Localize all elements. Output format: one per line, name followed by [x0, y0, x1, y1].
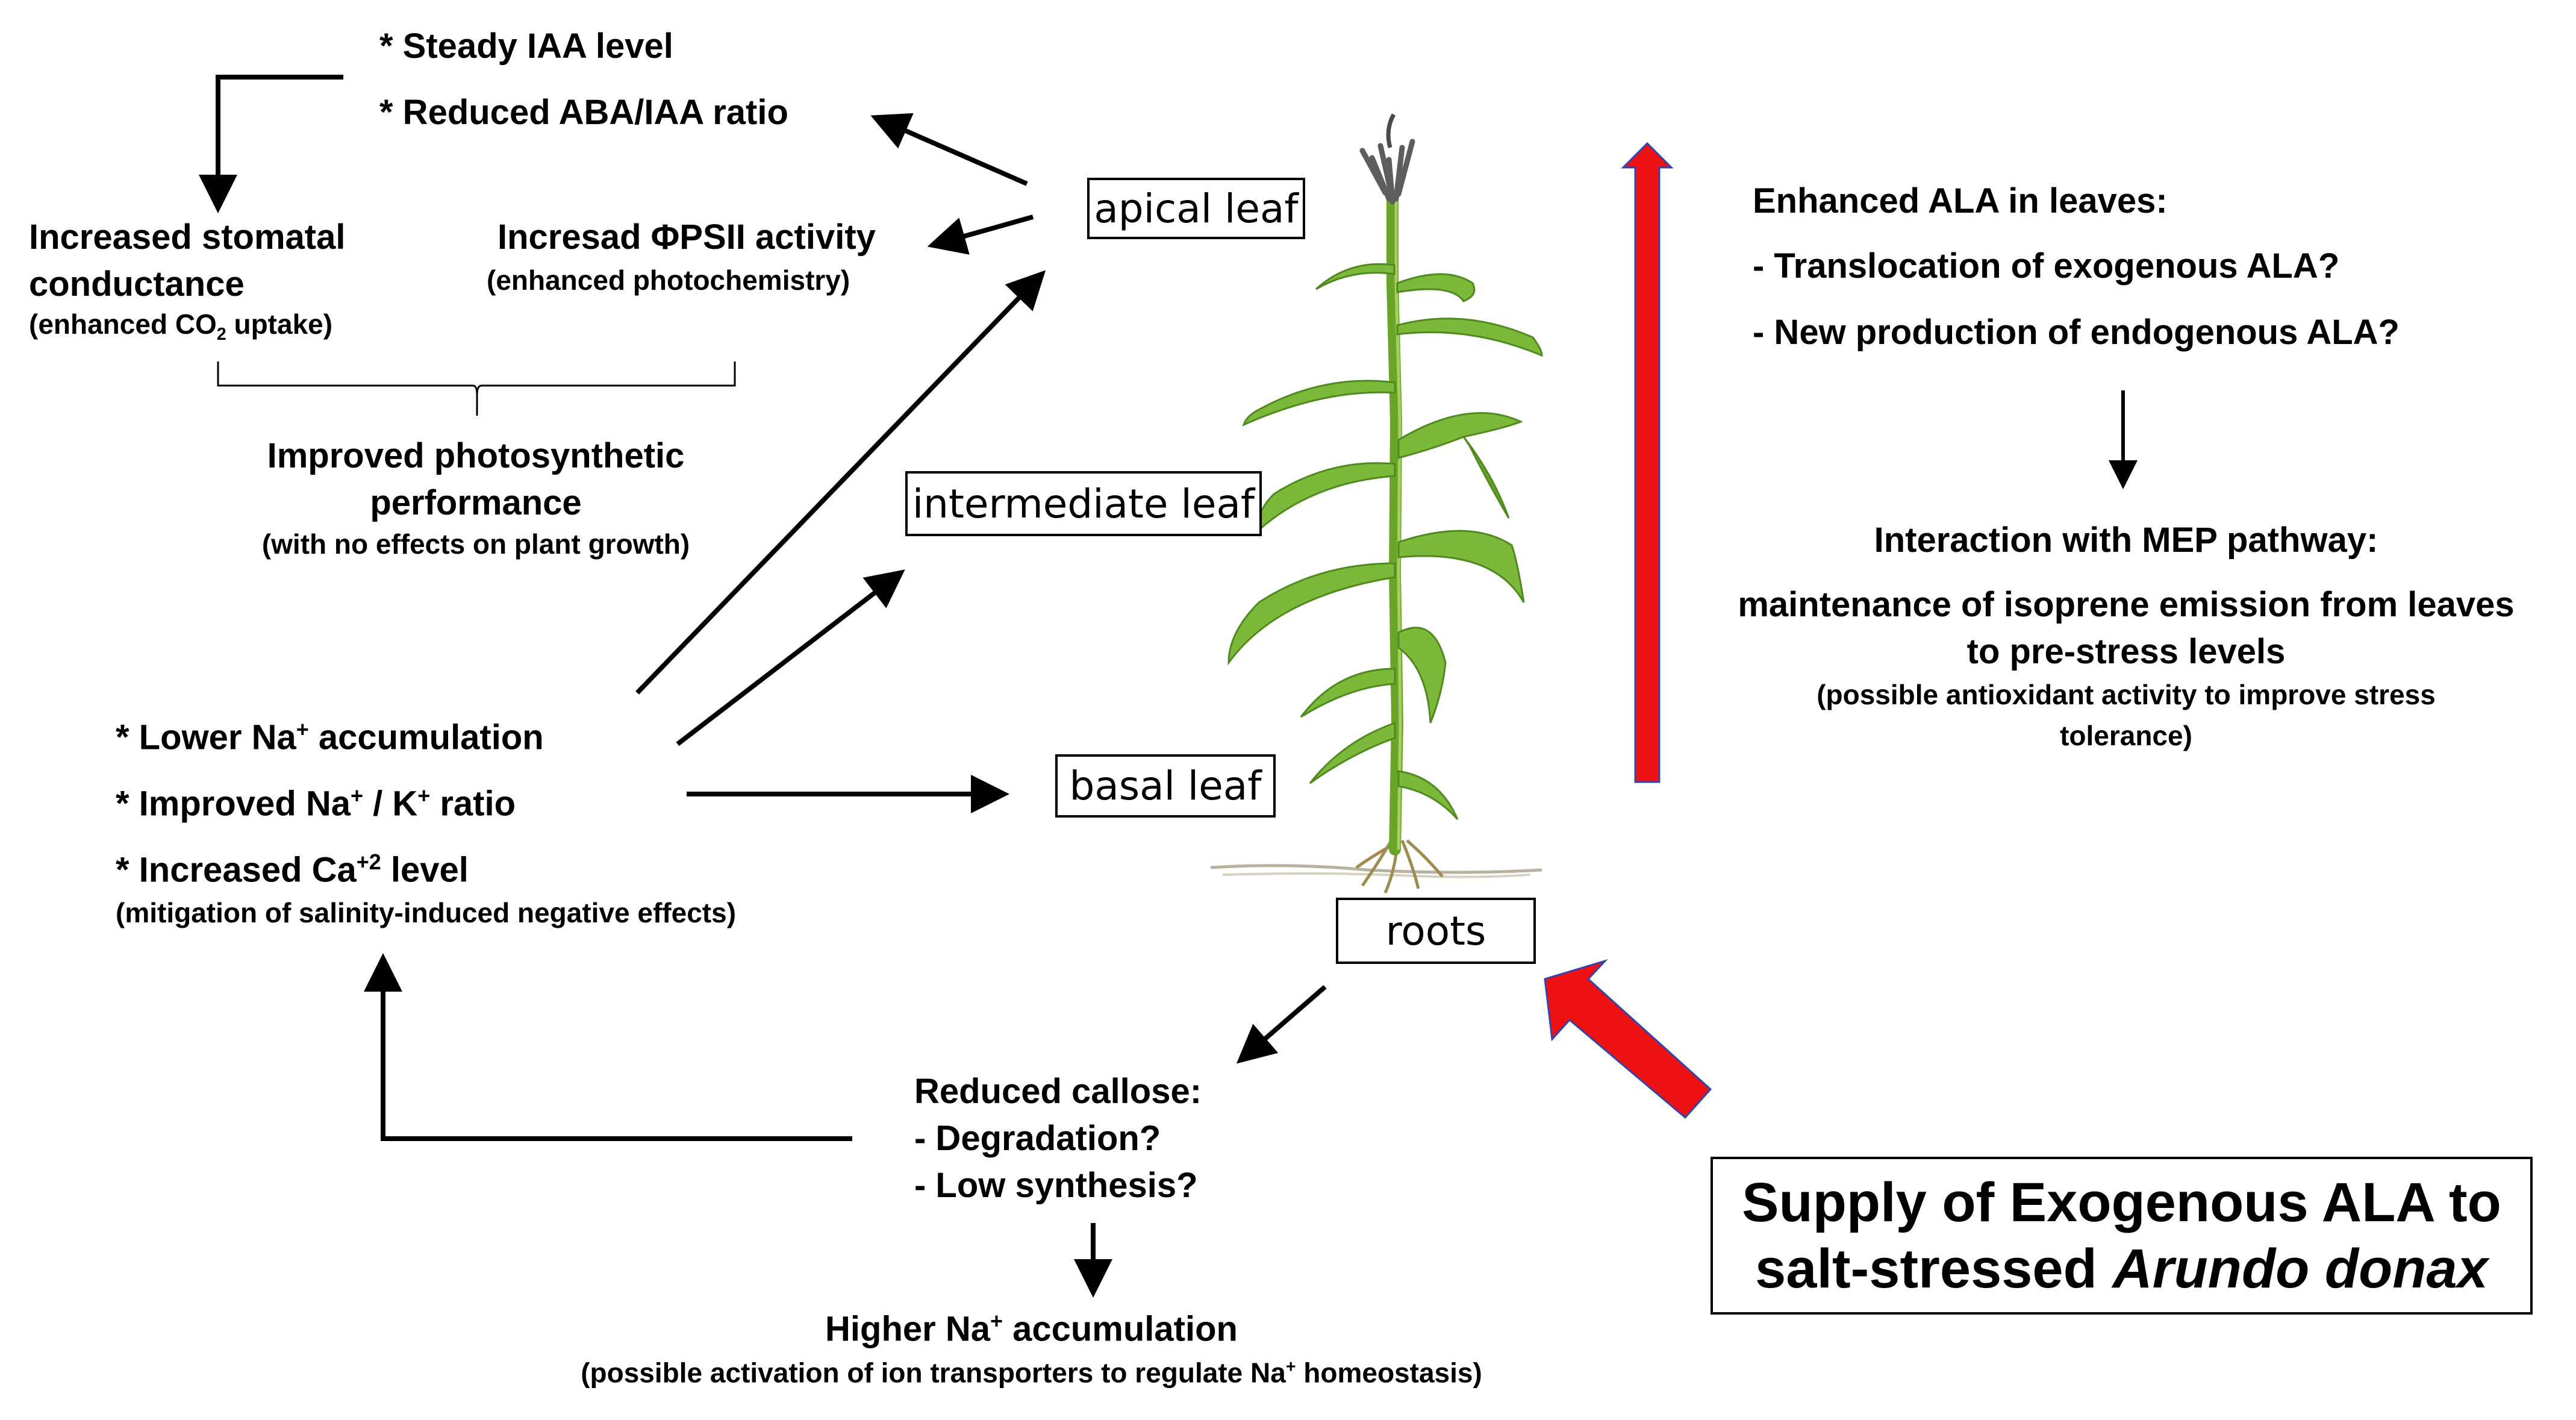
callose-to-ions-connector — [364, 953, 852, 1141]
stomatal-title-line2: conductance — [29, 264, 245, 304]
mep-line2: to pre-stress levels — [1966, 632, 2286, 671]
ala-item-new-production: - New production of endogenous ALA? — [1753, 313, 2400, 352]
ions-to-apical-arrow — [635, 270, 1046, 695]
reduced-aba-iaa-text: * Reduced ABA/IAA ratio — [379, 93, 788, 132]
iaa-to-stomatal-connector — [199, 75, 343, 213]
plant-illustration — [1210, 113, 1543, 893]
photosynthetic-title-line2: performance — [370, 483, 582, 522]
mep-title: Interaction with MEP pathway: — [1874, 521, 2378, 560]
steady-iaa-text: * Steady IAA level — [379, 27, 673, 66]
ions-note: (mitigation of salinity-induced negative… — [116, 897, 737, 928]
ions-to-intermediate-arrow — [676, 569, 905, 746]
basal-leaf-label: basal leaf — [1055, 754, 1276, 818]
supply-line2: salt-stressed Arundo donax — [1755, 1238, 2488, 1300]
callose-item-degradation: - Degradation? — [914, 1119, 1161, 1158]
photosynthetic-title-line1: Improved photosynthetic — [267, 436, 685, 475]
apical-leaf-label: apical leaf — [1087, 178, 1305, 239]
mep-line1: maintenance of isoprene emission from le… — [1738, 585, 2515, 624]
callose-item-low-synthesis: - Low synthesis? — [914, 1166, 1198, 1205]
mep-note-line2: tolerance) — [2060, 720, 2192, 751]
lower-na-text: * Lower Na+ accumulation — [116, 717, 544, 757]
photosynthetic-note: (with no effects on plant growth) — [261, 528, 690, 560]
intermediate-leaf-label: intermediate leaf — [905, 471, 1262, 536]
callose-title: Reduced callose: — [914, 1072, 1202, 1111]
photosynthesis-brace — [217, 361, 736, 416]
red-upward-arrow — [1621, 142, 1674, 783]
supply-line1: Supply of Exogenous ALA to — [1742, 1171, 2501, 1233]
red-supply-arrow — [1544, 959, 1712, 1119]
higher-na-title: Higher Na+ accumulation — [825, 1309, 1238, 1349]
roots-to-callose-arrow — [1236, 984, 1327, 1064]
stomatal-title-line1: Increased stomatal — [29, 217, 346, 257]
supply-ala-box: Supply of Exogenous ALA to salt-stressed… — [1711, 1157, 2533, 1315]
stomatal-note: (enhanced CO2 uptake) — [29, 308, 333, 345]
higher-na-note: (possible activation of ion transporters… — [581, 1357, 1482, 1389]
apical-to-psii-arrow — [927, 214, 1034, 255]
psii-title: Incresad ΦPSII activity — [497, 217, 876, 257]
apical-to-iaa-arrow — [870, 113, 1028, 186]
psii-note: (enhanced photochemistry) — [487, 264, 850, 296]
increased-ca-text: * Increased Ca+2 level — [116, 849, 469, 890]
mep-note-line1: (possible antioxidant activity to improv… — [1817, 679, 2436, 710]
ala-title: Enhanced ALA in leaves: — [1753, 181, 2168, 221]
improved-ratio-text: * Improved Na+ / K+ ratio — [116, 783, 516, 824]
ala-item-translocation: - Translocation of exogenous ALA? — [1753, 246, 2340, 286]
roots-label: roots — [1336, 898, 1536, 964]
